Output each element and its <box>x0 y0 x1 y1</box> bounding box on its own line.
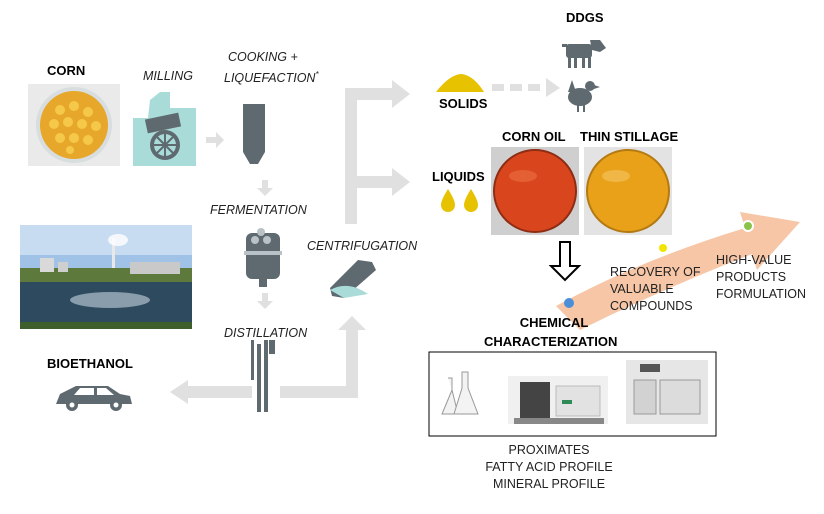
dot-chemical <box>564 298 574 308</box>
label-highvalue-3: FORMULATION <box>716 287 807 301</box>
down-arrow-icon <box>548 241 582 282</box>
label-bioethanol: BIOETHANOL <box>47 356 133 371</box>
label-cooking: COOKING + <box>228 50 298 64</box>
gc-instrument-icon <box>626 360 708 424</box>
label-recovery-3: COMPOUNDS <box>610 299 693 313</box>
solids-pile-icon <box>436 74 484 92</box>
ethanol-plant-photo <box>20 225 192 329</box>
cooking-tank-icon <box>243 104 265 164</box>
thin-stillage-dish <box>584 147 672 235</box>
label-ddgs: DDGS <box>566 10 604 25</box>
flow-arrows <box>170 80 410 404</box>
dot-recovery <box>659 244 667 252</box>
label-proximates: PROXIMATES <box>508 443 590 457</box>
label-recovery-1: RECOVERY OF <box>610 265 701 279</box>
flask-icon <box>441 371 479 415</box>
label-fatty-acid: FATTY ACID PROFILE <box>485 460 613 474</box>
label-distillation: DISTILLATION <box>224 326 308 340</box>
dot-highvalue <box>744 222 752 230</box>
spectrometer-icon <box>508 376 608 424</box>
car-icon <box>56 386 132 411</box>
label-fermentation: FERMENTATION <box>210 203 307 217</box>
label-corn-oil: CORN OIL <box>502 129 566 144</box>
label-chemical: CHEMICAL <box>519 315 589 330</box>
label-characterization: CHARACTERIZATION <box>484 334 618 349</box>
mill-icon <box>133 92 196 166</box>
centrifuge-icon <box>330 260 376 298</box>
label-thin-stillage: THIN STILLAGE <box>580 129 679 144</box>
label-highvalue-1: HIGH-VALUE <box>716 253 792 267</box>
label-recovery-2: VALUABLE <box>610 282 674 296</box>
label-recovery: RECOVERY OF VALUABLE COMPOUNDS <box>610 264 701 315</box>
label-solids: SOLIDS <box>439 96 488 111</box>
label-analyses: PROXIMATES FATTY ACID PROFILE MINERAL PR… <box>429 442 669 493</box>
distillation-column-icon <box>251 340 275 412</box>
rooster-icon <box>568 80 600 112</box>
label-highvalue-2: PRODUCTS <box>716 270 787 284</box>
label-highvalue: HIGH-VALUE PRODUCTS FORMULATION <box>716 252 806 303</box>
corn-oil-dish <box>491 147 579 235</box>
label-mineral: MINERAL PROFILE <box>492 477 606 491</box>
label-corn: CORN <box>47 63 86 78</box>
cow-icon <box>562 40 606 68</box>
value-chain-arrow <box>556 212 800 330</box>
label-milling: MILLING <box>143 69 194 83</box>
corn-photo <box>28 84 120 166</box>
label-centrifugation: CENTRIFUGATION <box>307 239 418 253</box>
label-liquefaction: LIQUEFACTION* <box>224 70 319 85</box>
label-liquefaction-text: LIQUEFACTION <box>224 71 316 86</box>
fermenter-icon <box>244 228 282 287</box>
label-liquids: LIQUIDS <box>432 169 485 184</box>
label-liquefaction-mark: * <box>315 70 319 79</box>
dashed-arrow <box>492 78 560 97</box>
droplet-icon <box>441 189 455 212</box>
droplet-icon <box>464 189 478 212</box>
